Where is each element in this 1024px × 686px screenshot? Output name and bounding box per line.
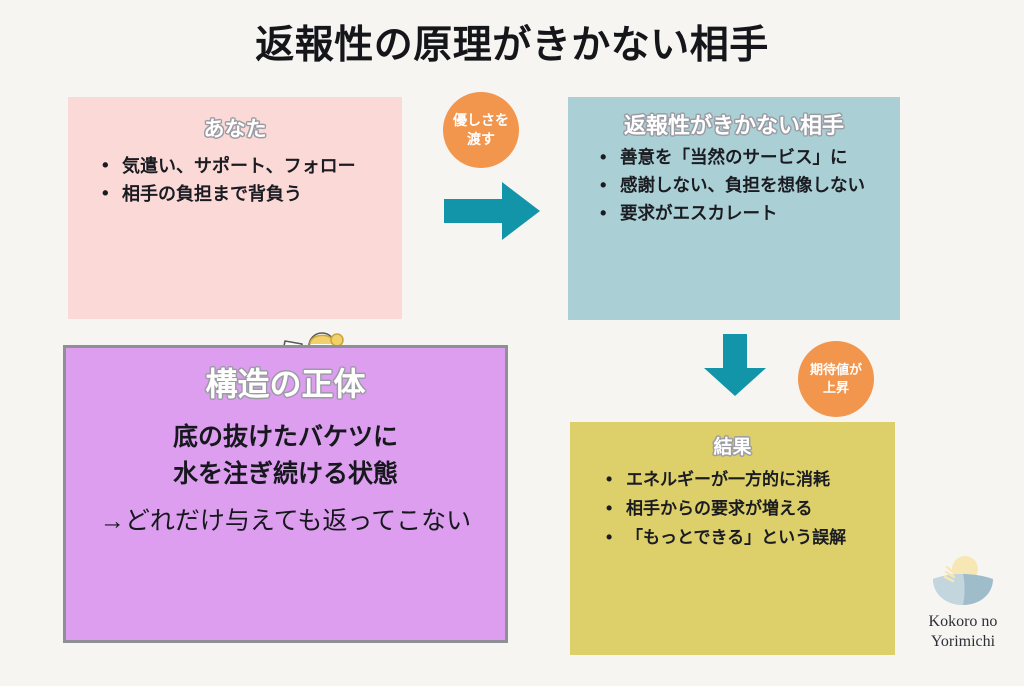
note-expectation-rise: 期待値が 上昇: [798, 341, 874, 417]
panel-structure-heading: 構造の正体: [205, 366, 366, 402]
list-item: 相手からの要求が増える: [604, 494, 895, 523]
structure-line-2: 水を注ぎ続ける状態: [172, 460, 398, 488]
panel-you: あなた 気遣い、サポート、フォロー 相手の負担まで背負う: [68, 97, 402, 409]
arrow-down-icon: [704, 334, 766, 396]
panel-other-party: 返報性がきかない相手 善意を「当然のサービス」に 感謝しない、負担を想像しない …: [568, 97, 900, 320]
list-item: 要求がエスカレート: [598, 199, 900, 227]
note-expectation-line1: 期待値が: [809, 362, 862, 377]
list-item: 感謝しない、負担を想像しない: [598, 171, 900, 199]
panel-result-bullets: エネルギーが一方的に消耗 相手からの要求が増える 「もっとできる」という誤解: [604, 465, 895, 552]
note-give-line2: 渡す: [467, 131, 495, 147]
panel-structure-body: 底の抜けたバケツに 水を注ぎ続ける状態 →どれだけ与えても返ってこない: [66, 419, 505, 537]
list-item: 相手の負担まで背負う: [100, 180, 402, 208]
panel-you-bullets: 気遣い、サポート、フォロー 相手の負担まで背負う: [100, 152, 402, 208]
list-item: 善意を「当然のサービス」に: [598, 143, 900, 171]
arrow-right-icon: [444, 182, 540, 240]
panel-other-bullets: 善意を「当然のサービス」に 感謝しない、負担を想像しない 要求がエスカレート: [598, 143, 900, 227]
logo-line-1: Kokoro no: [928, 613, 998, 630]
note-give-kindness: 優しさを 渡す: [443, 92, 519, 168]
panel-result-heading: 結果: [713, 437, 752, 458]
list-item: エネルギーが一方的に消耗: [604, 465, 895, 494]
structure-line-1: 底の抜けたバケツに: [172, 423, 398, 451]
page-title: 返報性の原理がきかない相手: [255, 24, 769, 67]
panel-result: 結果 エネルギーが一方的に消耗 相手からの要求が増える 「もっとできる」という誤…: [570, 422, 895, 655]
panel-structure: 構造の正体 底の抜けたバケツに 水を注ぎ続ける状態 →どれだけ与えても返ってこな…: [63, 345, 508, 643]
note-give-line1: 優しさを: [453, 112, 509, 128]
logo-text: Kokoro no Yorimichi: [929, 612, 998, 652]
sun-over-bowl-icon: [933, 556, 993, 605]
logo-line-2: Yorimichi: [930, 633, 996, 650]
brand-logo: Kokoro no Yorimichi: [908, 552, 1018, 676]
panel-you-heading: あなた: [203, 118, 267, 141]
list-item: 「もっとできる」という誤解: [604, 523, 895, 552]
list-item: 気遣い、サポート、フォロー: [100, 152, 402, 180]
note-expectation-line2: 上昇: [822, 380, 849, 395]
structure-line-3: →どれだけ与えても返ってこない: [99, 507, 472, 535]
panel-other-heading: 返報性がきかない相手: [623, 113, 844, 138]
